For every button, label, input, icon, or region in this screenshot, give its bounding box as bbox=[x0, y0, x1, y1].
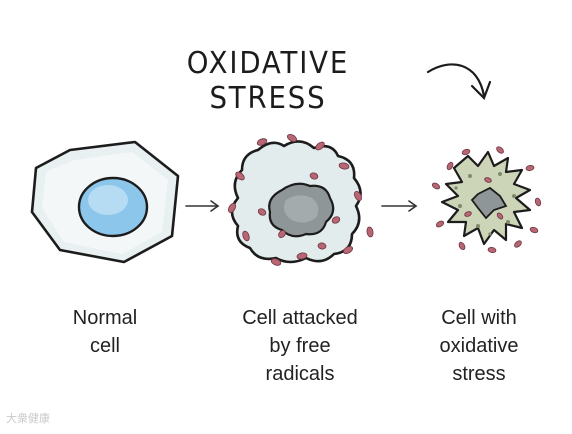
label-line: Cell with bbox=[441, 307, 517, 329]
label-stressed-cell: Cell with oxidative stress bbox=[414, 304, 544, 388]
fragmented-nucleus bbox=[470, 186, 508, 220]
free-radicals bbox=[431, 146, 542, 253]
label-line: Normal bbox=[72, 307, 138, 329]
watermark: 大衆健康 bbox=[6, 412, 50, 425]
diagram-title: OXIDATIVE STRESS bbox=[186, 46, 350, 116]
label-line: Cell attacked bbox=[242, 307, 358, 329]
free-radicals bbox=[227, 133, 374, 266]
arrow-right-icon bbox=[185, 200, 220, 212]
label-line: radicals bbox=[265, 363, 335, 385]
stressed-cell bbox=[440, 150, 532, 246]
label-attacked-cell: Cell attacked by free radicals bbox=[226, 304, 374, 388]
arrow-right-icon bbox=[381, 200, 418, 212]
label-line: oxidative bbox=[439, 335, 519, 357]
label-normal-cell: Normal cell bbox=[44, 304, 166, 360]
label-line: by free bbox=[269, 335, 331, 357]
curved-arrow-icon bbox=[426, 63, 492, 100]
attacked-cell bbox=[230, 140, 362, 264]
label-line: stress bbox=[452, 363, 506, 385]
normal-cell bbox=[30, 140, 180, 264]
label-line: cell bbox=[89, 335, 120, 357]
